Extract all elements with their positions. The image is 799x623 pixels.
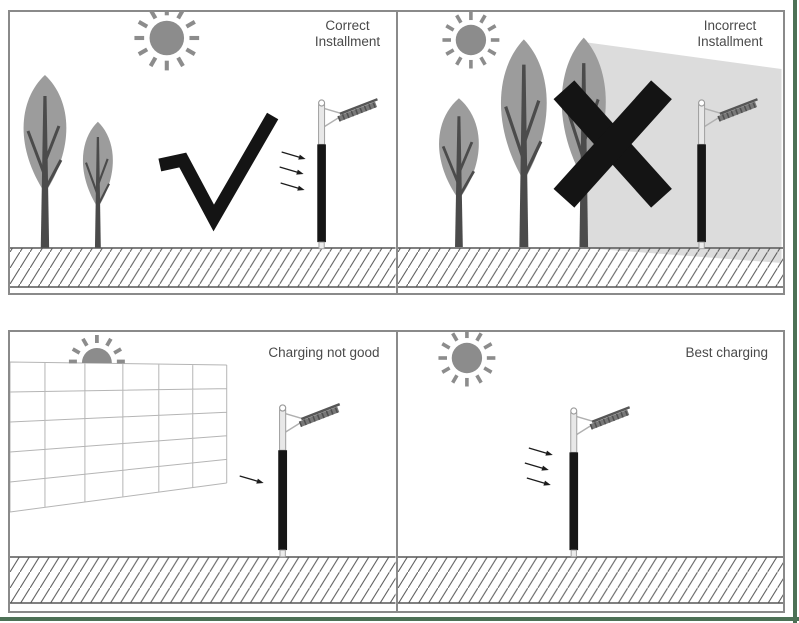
tree-icon — [22, 73, 68, 250]
sun-icon — [440, 12, 501, 71]
sunlight-arrow-icon — [279, 182, 306, 192]
panel-label: Incorrect Installment — [697, 18, 763, 50]
panel-best-charging: Best charging — [397, 332, 783, 611]
panel-charging-not-good: Charging not good — [10, 332, 398, 611]
sunlight-arrow-icon — [279, 166, 305, 176]
panel-label: Correct Installment — [314, 18, 381, 50]
street-light-icon — [278, 404, 339, 557]
street-light-icon — [569, 407, 629, 556]
sunlight-arrow-icon — [523, 462, 549, 472]
ground-hatch — [10, 247, 396, 288]
tree-icon — [437, 96, 480, 249]
charging-not-good-scene — [10, 335, 396, 604]
panel-label: Best charging — [685, 345, 768, 360]
sunlight-arrow-icon — [527, 447, 553, 457]
best-charging-scene — [397, 332, 783, 604]
check-icon — [158, 112, 279, 232]
sun-icon — [436, 332, 497, 389]
sunlight-arrow-icon — [280, 151, 307, 161]
sunlight-arrows — [279, 151, 307, 192]
ground-hatch — [10, 556, 396, 604]
panel-correct-installment: Correct Installment — [10, 12, 398, 293]
sun-icon — [134, 12, 199, 70]
half-sun-icon — [68, 335, 125, 364]
tree-icon — [498, 37, 549, 249]
x-icon — [553, 80, 672, 208]
top-row: Correct Installment Inco — [8, 10, 785, 295]
green-frame-bottom — [0, 617, 799, 621]
sunlight-arrows — [523, 447, 553, 487]
panel-label: Charging not good — [268, 345, 380, 360]
green-frame-right — [793, 0, 797, 623]
panel-incorrect-installment: Incorrect Installment — [397, 12, 783, 293]
ground-hatch — [397, 247, 783, 288]
shadow-region — [583, 42, 782, 263]
sunlight-arrow-icon — [525, 477, 551, 487]
correct-installment-scene — [10, 12, 396, 288]
bottom-row: Charging not good Best charging — [8, 330, 785, 613]
tree-icon — [81, 120, 114, 250]
sunlight-arrow-icon — [239, 475, 265, 485]
incorrect-installment-scene — [397, 12, 783, 288]
ground-hatch — [397, 556, 783, 604]
wall-grid-icon — [10, 361, 228, 513]
street-light-icon — [317, 99, 377, 248]
